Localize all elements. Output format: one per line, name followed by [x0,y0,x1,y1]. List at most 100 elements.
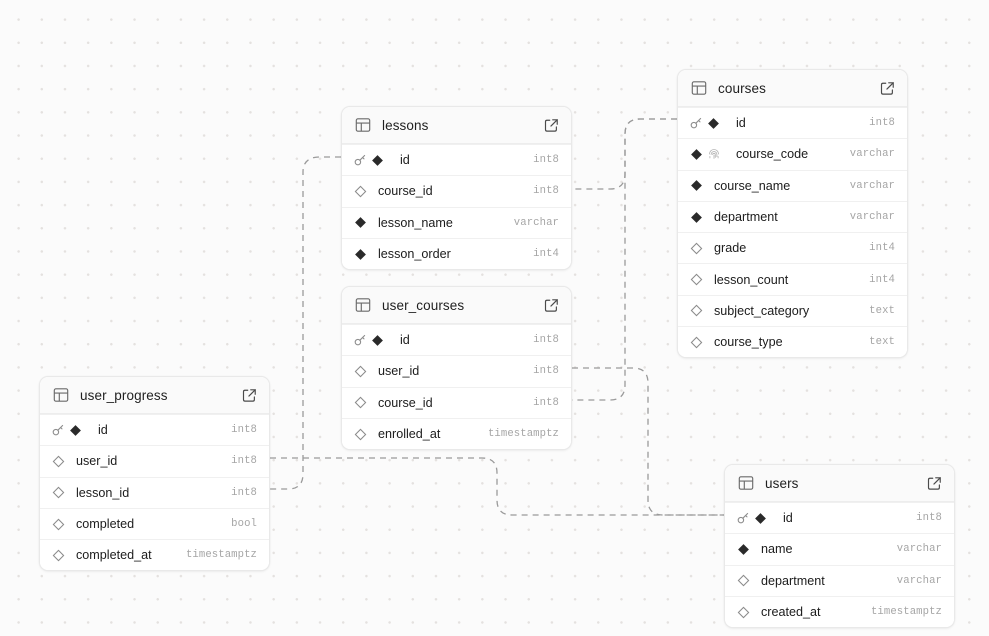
hollow-diamond-icon [52,549,65,562]
column-row[interactable]: course_id int8 [342,175,571,207]
column-name: created_at [761,605,821,620]
column-row[interactable]: lesson_id int8 [40,476,269,508]
key-icon [52,425,64,436]
table-title-user_progress: user_progress [80,387,168,403]
hollow-diamond-icon [690,273,703,286]
column-type: int4 [533,248,559,261]
column-icons [737,543,761,556]
external-link-icon[interactable] [927,476,942,491]
column-name: grade [714,241,747,256]
open-table-button-user_progress[interactable] [242,388,257,403]
filled-diamond-icon [372,154,383,166]
external-link-icon[interactable] [880,81,895,96]
column-type: int8 [533,334,559,347]
column-type: int8 [231,486,257,499]
filled-diamond-icon [70,424,81,436]
hollow-diamond-icon [52,518,65,530]
column-name: id [400,153,410,168]
column-type: int8 [533,185,559,198]
column-name: completed [76,517,135,532]
relationship-edge-courses-id-to-lessons-course-id [572,118,677,190]
column-icons [354,428,378,441]
table-header-user_courses[interactable]: user_courses [342,287,571,324]
column-icons [52,455,76,468]
column-name: id [400,333,410,348]
column-name: lesson_id [76,485,130,500]
column-type: varchar [849,148,895,161]
column-icons [690,117,736,130]
column-type: varchar [849,179,895,192]
column-icons [690,273,714,286]
table-icon [53,388,69,402]
column-icons [737,606,761,619]
hollow-diamond-icon [354,365,367,378]
column-name: course_type [714,335,783,350]
key-icon [690,118,702,129]
hollow-diamond-icon [690,305,703,317]
column-name: course_id [378,184,433,199]
column-name: subject_category [714,303,810,318]
column-name: course_code [736,147,809,162]
column-name: user_id [76,454,118,469]
open-table-button-courses[interactable] [880,81,895,96]
column-icons [52,518,76,531]
column-icons [354,154,400,167]
open-table-button-lessons[interactable] [544,118,559,133]
external-link-icon[interactable] [544,298,559,313]
table-title-lessons: lessons [382,117,429,133]
column-name: id [783,511,793,526]
key-icon [354,155,366,166]
column-name: id [98,423,108,438]
filled-diamond-icon [355,248,366,260]
external-link-icon[interactable] [242,388,257,403]
column-name: name [761,542,793,557]
table-header-lessons[interactable]: lessons [342,107,571,144]
external-link-icon[interactable] [544,118,559,133]
column-icons [690,304,714,317]
column-type: varchar [849,211,895,224]
filled-diamond-icon [708,117,719,129]
column-row[interactable]: id int8 [342,324,571,356]
open-table-button-users[interactable] [927,476,942,491]
table-header-courses[interactable]: courses [678,70,907,107]
open-table-button-user_courses[interactable] [544,298,559,313]
table-icon [355,118,371,132]
column-icons [690,179,714,192]
column-name: lesson_count [714,272,789,287]
fingerprint-icon [709,149,719,160]
key-icon [354,335,366,346]
column-icons [737,512,783,525]
column-row[interactable]: course_code varchar [678,138,907,170]
column-type: int8 [869,117,895,130]
table-header-user_progress[interactable]: user_progress [40,377,269,414]
column-icons [690,211,714,224]
table-header-users[interactable]: users [725,465,954,502]
